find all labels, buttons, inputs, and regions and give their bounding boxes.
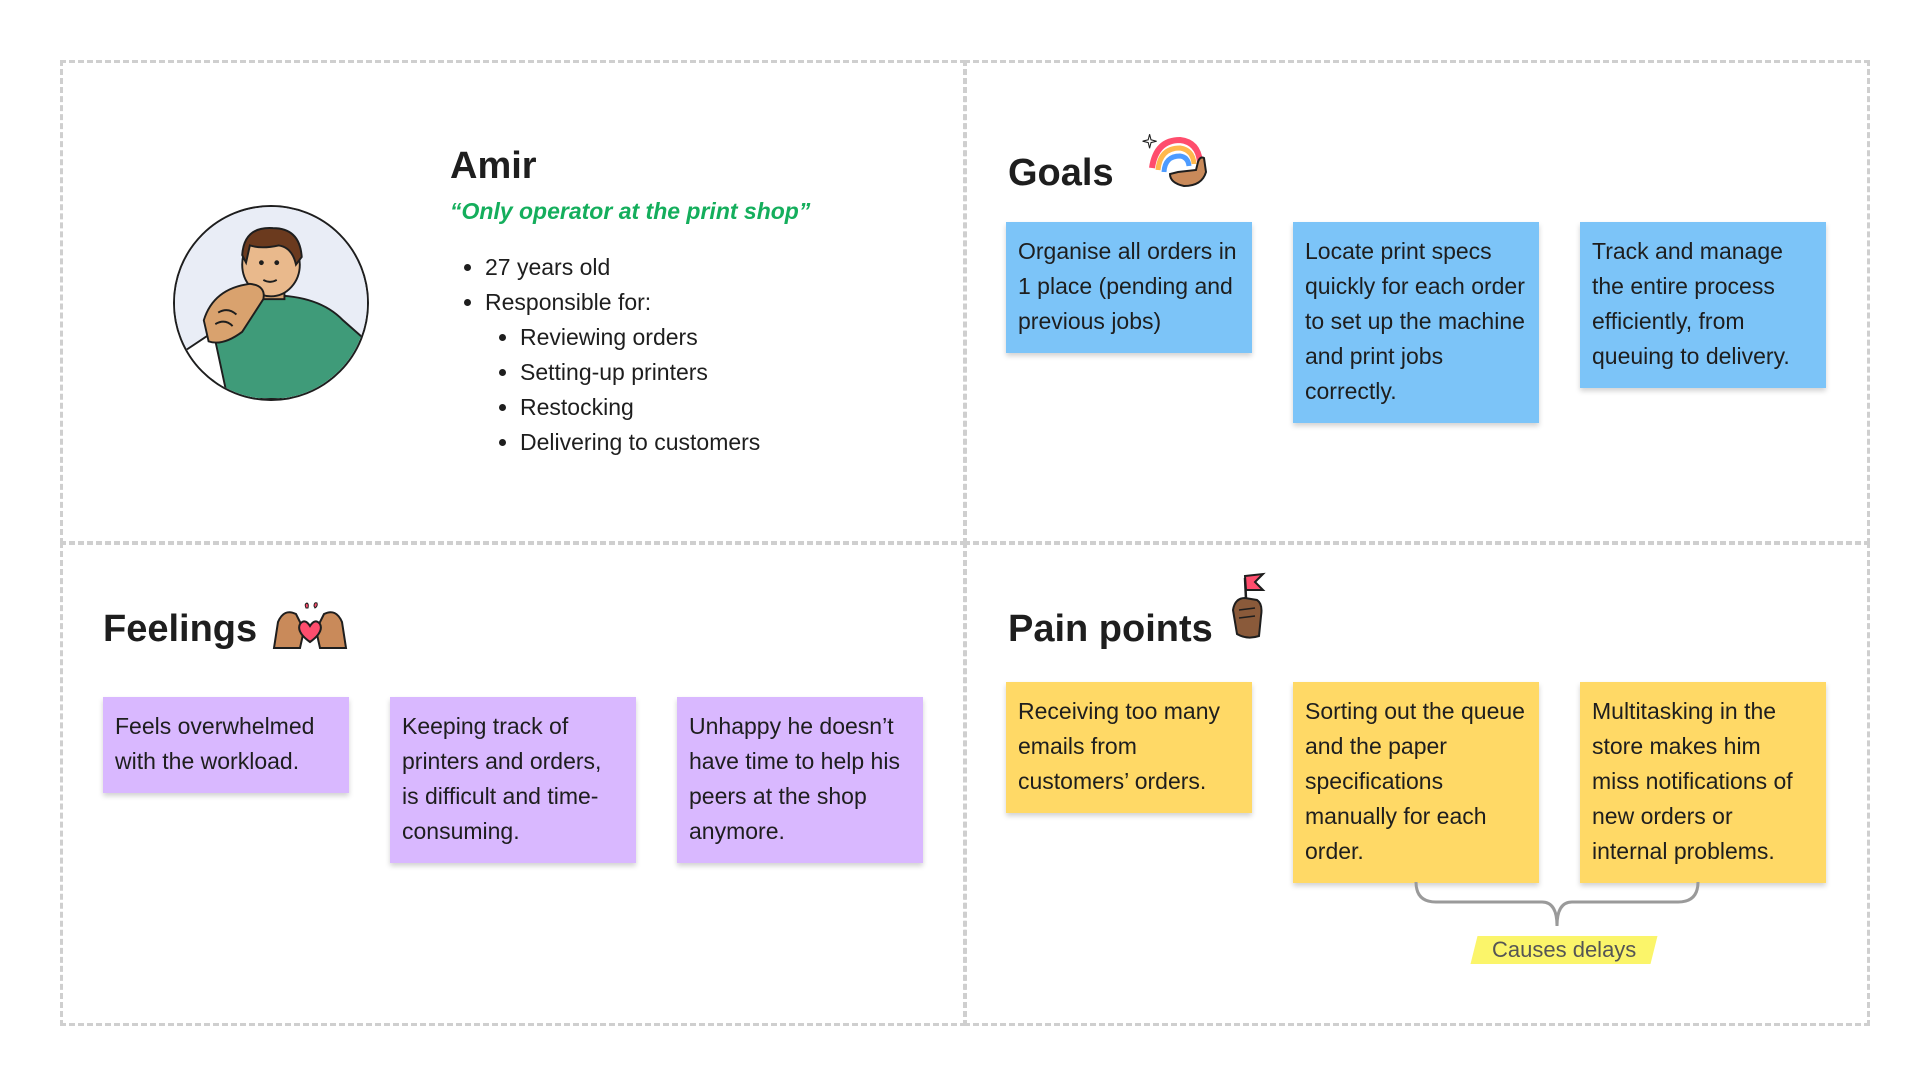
feelings-heading: Feelings (103, 608, 258, 650)
responsibility-item: Setting-up printers (520, 355, 760, 390)
responsibility-item: Reviewing orders (520, 320, 760, 355)
rainbow-hand-icon (1142, 134, 1208, 188)
pain-point-note[interactable]: Sorting out the queue and the paper spec… (1293, 682, 1539, 883)
persona-name: Amir (450, 145, 537, 187)
persona-avatar (173, 205, 369, 401)
persona-quote: “Only operator at the print shop” (450, 198, 811, 224)
curly-brace-connector (1414, 881, 1700, 927)
goal-note[interactable]: Track and manage the entire process effi… (1580, 222, 1826, 388)
pain-point-note[interactable]: Receiving too many emails from customers… (1006, 682, 1252, 813)
responsibility-item: Restocking (520, 390, 760, 425)
persona-facts-list: 27 years old Responsible for: Reviewing … (457, 250, 760, 460)
responsibility-item: Delivering to customers (520, 425, 760, 460)
causes-delays-text: Causes delays (1491, 937, 1637, 962)
feeling-note[interactable]: Keeping track of printers and orders, is… (390, 697, 636, 863)
feeling-note[interactable]: Feels overwhelmed with the workload. (103, 697, 349, 793)
flag-hand-icon (1231, 572, 1266, 639)
persona-board: Amir “Only operator at the print shop” 2… (60, 60, 1870, 1026)
goal-note[interactable]: Locate print specs quickly for each orde… (1293, 222, 1539, 423)
persona-age: 27 years old (485, 250, 760, 285)
heart-hands-icon (272, 602, 348, 649)
persona-responsibilities: Responsible for: Reviewing orders Settin… (485, 285, 760, 460)
goals-heading: Goals (1008, 152, 1114, 194)
pain-points-heading: Pain points (1008, 608, 1213, 650)
pain-points-section[interactable] (964, 542, 1870, 1026)
pain-point-note[interactable]: Multitasking in the store makes him miss… (1580, 682, 1826, 883)
responsibilities-label: Responsible for: (485, 289, 652, 315)
causes-delays-label: Causes delays (1470, 936, 1658, 964)
goal-note[interactable]: Organise all orders in 1 place (pending … (1006, 222, 1252, 353)
feeling-note[interactable]: Unhappy he doesn’t have time to help his… (677, 697, 923, 863)
